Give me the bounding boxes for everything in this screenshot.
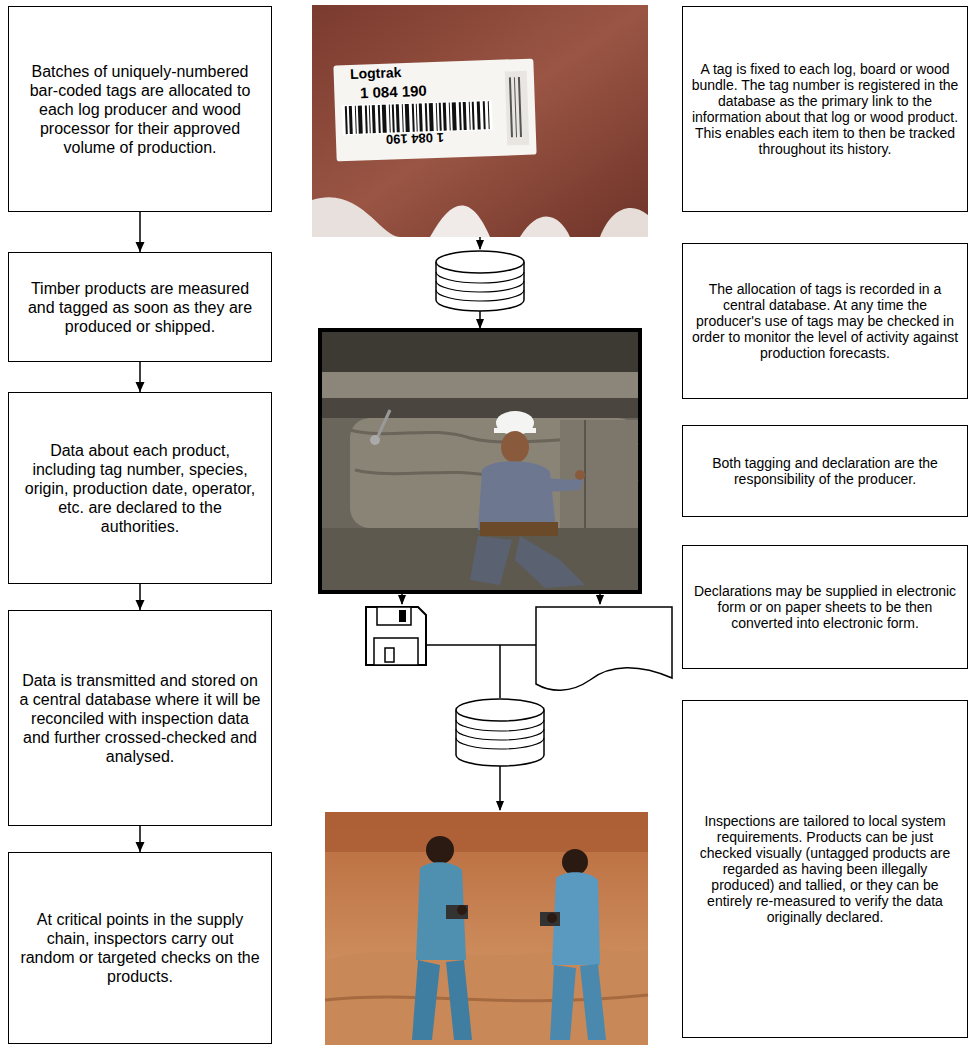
arrow-head (136, 242, 145, 252)
tag-number: 1 084 190 (360, 83, 427, 100)
flow-arrow (136, 362, 145, 392)
tagging-photo (320, 330, 640, 592)
note-box: Declarations may be supplied in electron… (682, 545, 968, 669)
floppy-disk-icon (366, 607, 426, 665)
flow-arrow (136, 584, 145, 610)
process-box: Batches of uniquely-numbered bar-coded t… (8, 6, 272, 212)
inspection-photo (325, 812, 648, 1045)
flow-arrow (136, 826, 145, 852)
process-box: Data about each product, including tag n… (8, 392, 272, 584)
arrow-head (136, 600, 145, 610)
arrow-head (136, 382, 145, 392)
database-symbol (436, 251, 524, 311)
note-box: Both tagging and declaration are the res… (682, 425, 968, 517)
tag-brand: Logtrak (350, 65, 402, 81)
note-box: A tag is fixed to each log, board or woo… (682, 6, 968, 212)
note-box: The allocation of tags is recorded in a … (682, 243, 968, 399)
box-text: Batches of uniquely-numbered bar-coded t… (19, 62, 261, 157)
box-text: Data is transmitted and stored on a cent… (19, 671, 261, 766)
box-text: A tag is fixed to each log, board or woo… (691, 61, 959, 157)
note-box: Inspections are tailored to local system… (682, 700, 968, 1038)
flow-arrow (136, 212, 145, 252)
process-box: At critical points in the supply chain, … (8, 852, 272, 1044)
box-text: The allocation of tags is recorded in a … (691, 281, 959, 361)
arrow-head (136, 842, 145, 852)
process-box: Data is transmitted and stored on a cent… (8, 610, 272, 826)
tag-photo (312, 5, 648, 237)
box-text: Declarations may be supplied in electron… (691, 583, 959, 631)
box-text: At critical points in the supply chain, … (19, 910, 261, 986)
tag-number: 1 084 190 (386, 131, 444, 146)
box-text: Timber products are measured and tagged … (19, 279, 261, 336)
box-text: Both tagging and declaration are the res… (691, 455, 959, 487)
box-text: Inspections are tailored to local system… (691, 813, 959, 925)
database-symbol (456, 699, 544, 766)
paper-sheet-icon (536, 607, 672, 690)
process-box: Timber products are measured and tagged … (8, 252, 272, 362)
box-text: Data about each product, including tag n… (19, 441, 261, 536)
